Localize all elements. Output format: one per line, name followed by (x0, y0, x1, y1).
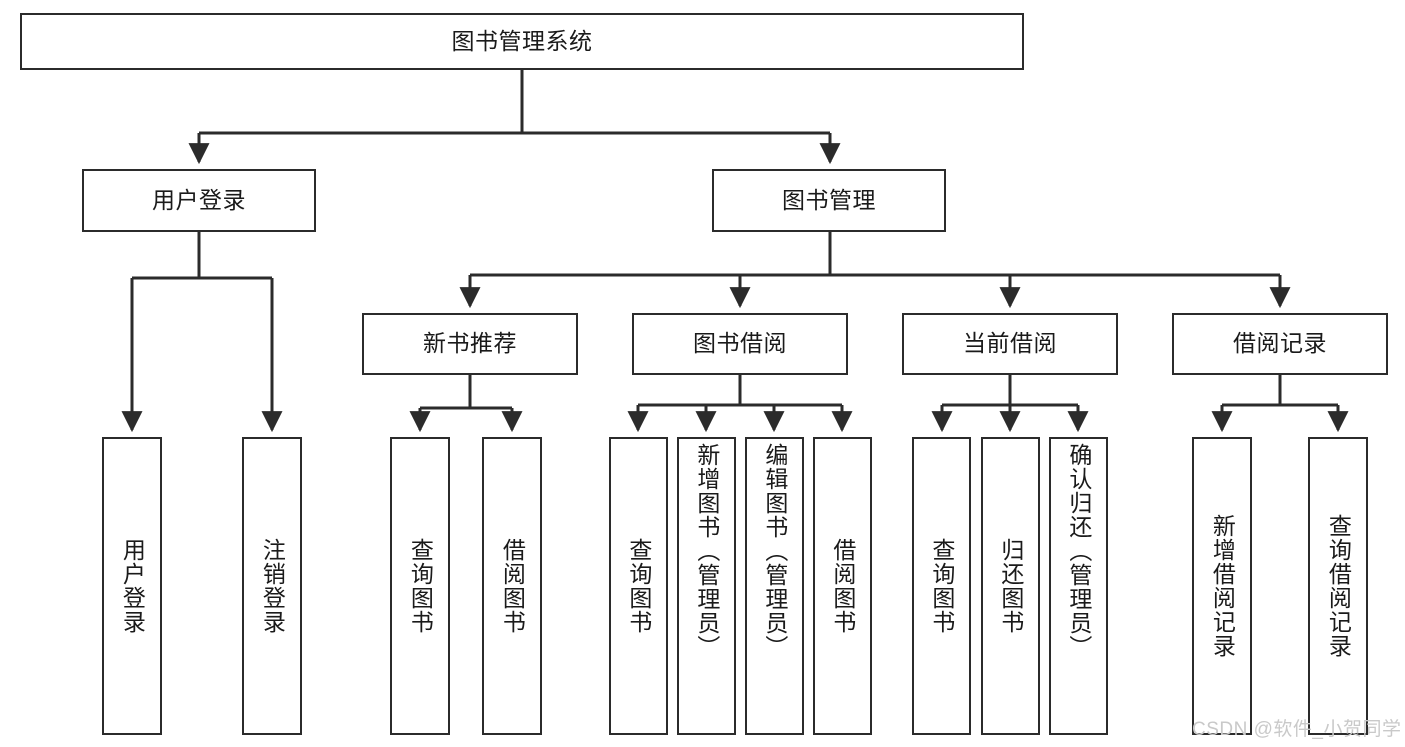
node-label: 编辑图书（管理员） (761, 443, 788, 659)
node-label: 归还图书 (997, 538, 1024, 634)
leaf-borrow-book[interactable]: 借阅图书 (813, 437, 872, 735)
node-label: 新增借阅记录 (1209, 514, 1236, 658)
node-user-login[interactable]: 用户登录 (82, 169, 316, 232)
node-current-borrow[interactable]: 当前借阅 (902, 313, 1118, 375)
leaf-user-login[interactable]: 用户登录 (102, 437, 162, 735)
leaf-borrow-book-newbook[interactable]: 借阅图书 (482, 437, 542, 735)
node-label: 查询图书 (928, 538, 955, 634)
node-borrow-record[interactable]: 借阅记录 (1172, 313, 1388, 375)
node-label: 新增图书（管理员） (693, 443, 720, 659)
node-label: 查询图书 (625, 538, 652, 634)
leaf-query-book-borrow[interactable]: 查询图书 (609, 437, 668, 735)
node-root-system[interactable]: 图书管理系统 (20, 13, 1024, 70)
node-label: 新书推荐 (423, 330, 517, 357)
node-label: 用户登录 (152, 186, 246, 213)
node-label: 注销登录 (259, 538, 286, 634)
leaf-return-book[interactable]: 归还图书 (981, 437, 1040, 735)
node-label: 查询图书 (407, 538, 434, 634)
node-label: 确认归还（管理员） (1065, 443, 1092, 659)
leaf-query-book-newbook[interactable]: 查询图书 (390, 437, 450, 735)
node-book-management[interactable]: 图书管理 (712, 169, 946, 232)
node-label: 图书借阅 (693, 330, 787, 357)
leaf-add-book-admin[interactable]: 新增图书（管理员） (677, 437, 736, 735)
leaf-query-book-current[interactable]: 查询图书 (912, 437, 971, 735)
node-label: 当前借阅 (963, 330, 1057, 357)
leaf-query-borrow-record[interactable]: 查询借阅记录 (1308, 437, 1368, 735)
leaf-edit-book-admin[interactable]: 编辑图书（管理员） (745, 437, 804, 735)
node-label: 用户登录 (119, 538, 146, 634)
node-label: 图书管理 (782, 186, 876, 213)
node-label: 图书管理系统 (451, 27, 593, 54)
leaf-logout-login[interactable]: 注销登录 (242, 437, 302, 735)
node-label: 借阅记录 (1233, 330, 1327, 357)
leaf-add-borrow-record[interactable]: 新增借阅记录 (1192, 437, 1252, 735)
leaf-confirm-return-admin[interactable]: 确认归还（管理员） (1049, 437, 1108, 735)
node-book-borrow[interactable]: 图书借阅 (632, 313, 848, 375)
node-new-book-recommend[interactable]: 新书推荐 (362, 313, 578, 375)
csdn-watermark: CSDN @软件_小贺同学 (1192, 719, 1402, 740)
node-label: 借阅图书 (829, 538, 856, 634)
node-label: 借阅图书 (499, 538, 526, 634)
node-label: 查询借阅记录 (1325, 514, 1352, 658)
